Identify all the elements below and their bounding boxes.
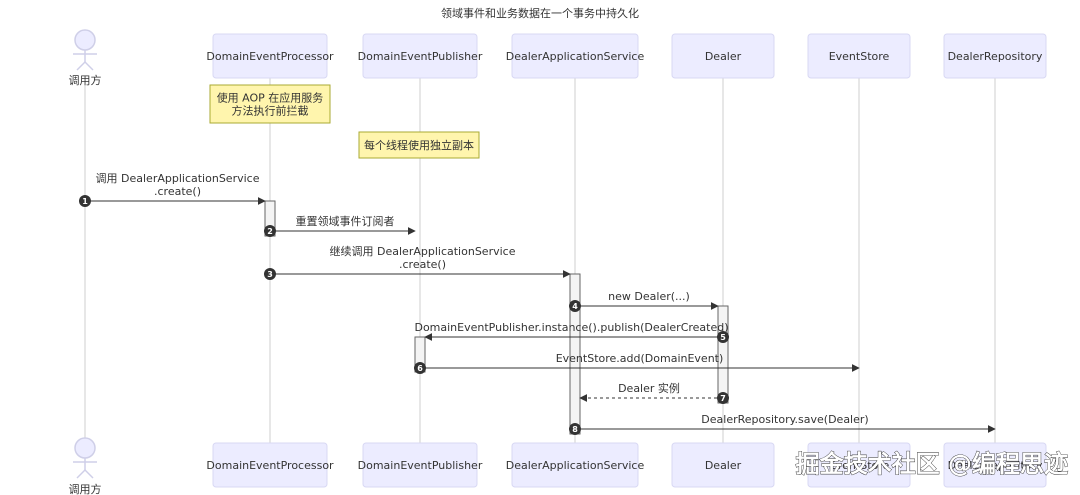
note-text: 方法执行前拦截 <box>232 104 309 118</box>
actor-label: DealerApplicationService <box>506 50 645 63</box>
messages-layer: 调用 DealerApplicationService.create()1重置领… <box>79 172 996 435</box>
sequence-number-badge <box>79 195 91 207</box>
actor-box <box>362 33 478 79</box>
sequence-number-badge <box>717 331 729 343</box>
actor-label: 调用方 <box>69 73 102 87</box>
actor-repository-bottom: DealerRepository <box>943 442 1047 488</box>
actor-caller-top: 调用方 <box>69 29 102 87</box>
message-label: 继续调用 DealerApplicationService <box>330 244 516 258</box>
person-leg-right <box>84 469 94 479</box>
message-6: EventStore.add(DomainEvent) 6 <box>414 352 860 374</box>
actor-box <box>671 33 775 79</box>
person-icon <box>74 29 96 51</box>
actor-dealer-top: Dealer <box>671 33 775 79</box>
actor-label: DealerRepository <box>948 459 1043 472</box>
actor-dealer-bottom: Dealer <box>671 442 775 488</box>
actor-publisher-bottom: DomainEventPublisher <box>358 442 483 488</box>
sequence-number-badge <box>264 268 276 280</box>
actor-appservice-top: DealerApplicationService <box>506 33 645 79</box>
message-3: 继续调用 DealerApplicationService.create() 3 <box>264 244 571 280</box>
actor-publisher-top: DomainEventPublisher <box>358 33 483 79</box>
activations-layer <box>264 200 729 435</box>
note-publisher: 每个线程使用独立副本 <box>358 131 480 159</box>
actor-label: Dealer <box>705 50 742 63</box>
actor-label: EventStore <box>829 459 890 472</box>
actor-label: DomainEventProcessor <box>206 459 334 472</box>
diagram-title: 领域事件和业务数据在一个事务中持久化 <box>441 6 639 20</box>
actor-box <box>807 442 911 488</box>
actor-caller-bottom: 调用方 <box>69 437 102 495</box>
actor-box <box>943 33 1047 79</box>
message-5: DomainEventPublisher.instance().publish(… <box>414 321 729 343</box>
actor-label: 调用方 <box>69 482 102 495</box>
sequence-number: 3 <box>267 270 273 279</box>
sequence-number: 6 <box>417 364 423 373</box>
message-label: .create() <box>154 185 201 198</box>
actor-eventstore-top: EventStore <box>807 33 911 79</box>
actor-box <box>943 442 1047 488</box>
sequence-number: 4 <box>572 302 578 311</box>
message-label: 调用 DealerApplicationService <box>96 172 260 185</box>
actor-appservice-bottom: DealerApplicationService <box>506 442 645 488</box>
note-box <box>358 131 480 159</box>
actor-label: DealerRepository <box>948 50 1043 63</box>
sequence-number: 5 <box>720 333 726 342</box>
sequence-number: 1 <box>82 197 88 206</box>
actor-label: EventStore <box>829 50 890 63</box>
message-label: new Dealer(...) <box>608 290 690 303</box>
sequence-number-badge <box>414 362 426 374</box>
actors-layer: 调用方调用方DomainEventProcessorDomainEventPro… <box>69 29 1047 495</box>
person-icon <box>74 437 96 459</box>
message-label: DealerRepository.save(Dealer) <box>701 413 868 426</box>
message-label: .create() <box>399 258 446 271</box>
note-text: 每个线程使用独立副本 <box>364 138 474 152</box>
message-label: 重置领域事件订阅者 <box>296 214 395 228</box>
actor-label: Dealer <box>705 459 742 472</box>
actor-box <box>671 442 775 488</box>
actor-label: DomainEventPublisher <box>358 50 483 63</box>
sequence-number-badge <box>264 225 276 237</box>
person-leg-left <box>76 469 86 479</box>
note-box <box>209 84 331 124</box>
message-4: new Dealer(...) 4 <box>569 290 719 312</box>
sequence-number-badge <box>569 423 581 435</box>
sequence-number: 8 <box>572 425 578 434</box>
actor-processor-top: DomainEventProcessor <box>206 33 334 79</box>
person-leg-right <box>84 61 94 71</box>
actor-box <box>212 33 328 79</box>
actor-repository-top: DealerRepository <box>943 33 1047 79</box>
message-2: 重置领域事件订阅者 2 <box>264 214 416 237</box>
message-1: 调用 DealerApplicationService.create() 1 <box>79 172 266 207</box>
message-8: DealerRepository.save(Dealer) 8 <box>569 413 996 435</box>
sequence-number-badge <box>569 300 581 312</box>
actor-box <box>807 33 911 79</box>
actor-processor-bottom: DomainEventProcessor <box>206 442 334 488</box>
actor-box <box>511 442 639 488</box>
actor-label: DomainEventProcessor <box>206 50 334 63</box>
sequence-number: 7 <box>720 394 726 403</box>
watermark: 掘金技术社区 @编程思迹 <box>796 450 1068 478</box>
lifelines-layer <box>84 78 996 443</box>
actor-box <box>362 442 478 488</box>
actor-box <box>212 442 328 488</box>
actor-box <box>511 33 639 79</box>
sequence-number: 2 <box>267 227 273 236</box>
note-text: 使用 AOP 在应用服务 <box>217 91 324 105</box>
actor-eventstore-bottom: EventStore <box>807 442 911 488</box>
message-label: Dealer 实例 <box>618 381 680 395</box>
actor-label: DealerApplicationService <box>506 459 645 472</box>
message-label: DomainEventPublisher.instance().publish(… <box>414 321 728 334</box>
person-leg-left <box>76 61 86 71</box>
message-label: EventStore.add(DomainEvent) <box>556 352 724 365</box>
message-7: Dealer 实例 7 <box>579 381 729 404</box>
actor-label: DomainEventPublisher <box>358 459 483 472</box>
sequence-number-badge <box>717 392 729 404</box>
